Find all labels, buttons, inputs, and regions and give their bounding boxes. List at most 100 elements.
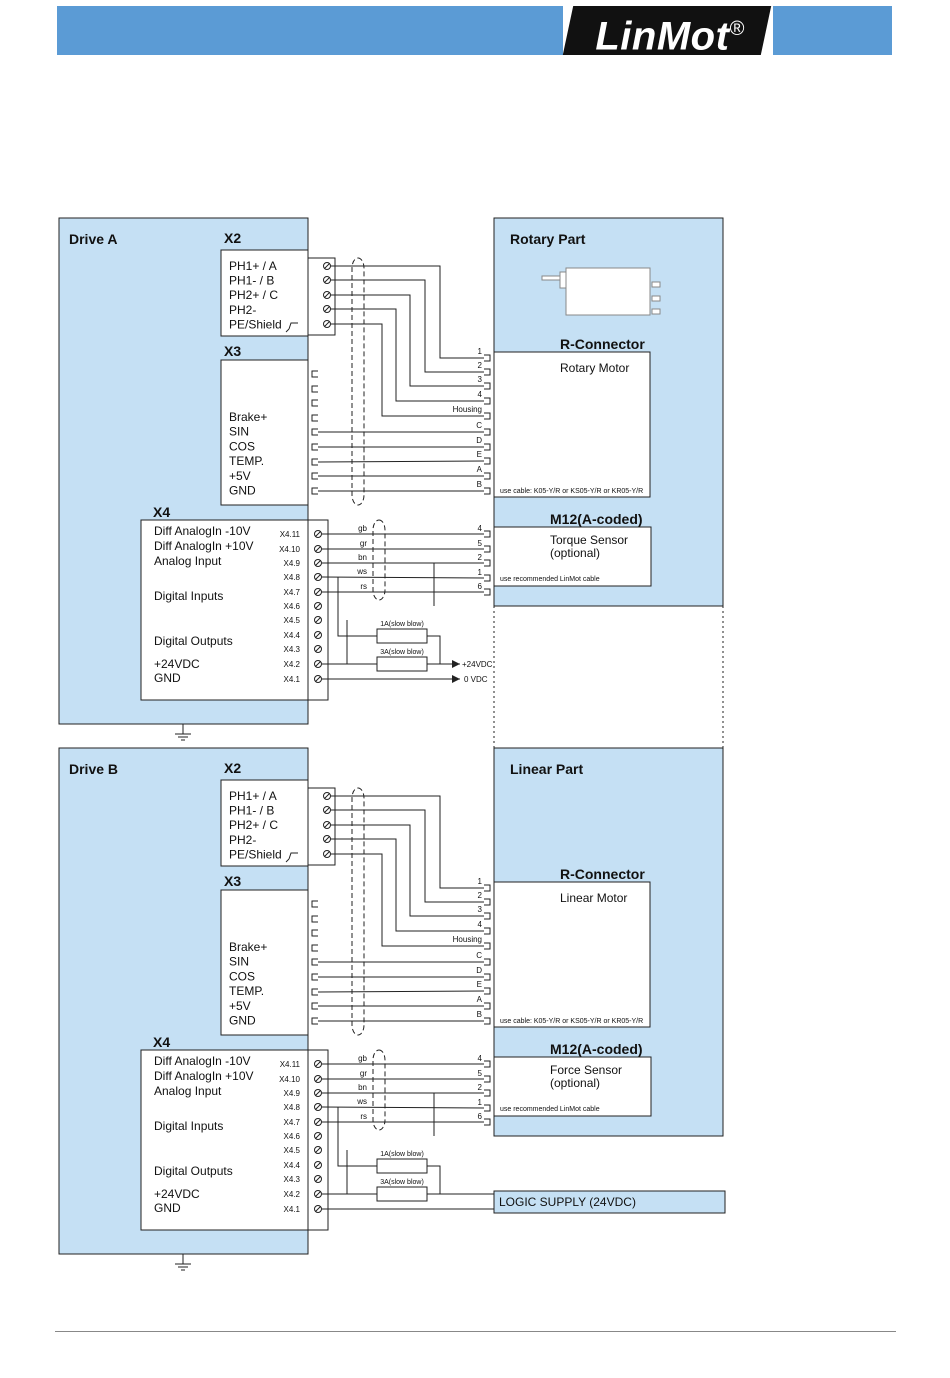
screw-slot	[315, 1133, 321, 1139]
screw-slot	[315, 1061, 321, 1067]
motor-part-title: Rotary Part	[510, 231, 586, 247]
phase-wire	[331, 795, 484, 889]
motor-part-title: Linear Part	[510, 761, 583, 777]
shield-symbol-foot	[285, 858, 290, 863]
motor-connector-pin	[484, 472, 491, 480]
motor-connector-pin	[484, 1017, 491, 1025]
shield-symbol-foot	[285, 328, 290, 333]
logo-text: LinMot	[595, 14, 730, 59]
fuse-link-wire	[427, 1165, 441, 1194]
x4-signal-label: Digital Inputs	[154, 589, 223, 603]
motor-pin-label: Housing	[453, 405, 482, 414]
motor-pin-label: A	[477, 465, 483, 474]
x4-pin-label: X4.11	[280, 530, 301, 539]
shield-symbol	[288, 322, 298, 330]
screw-slot	[315, 1162, 321, 1168]
r-connector-label: R-Connector	[560, 336, 645, 352]
supply-zero-label: 0 VDC	[464, 675, 488, 684]
rotary-motor-body	[565, 267, 651, 316]
logic-supply-label: LOGIC SUPPLY (24VDC)	[499, 1195, 636, 1209]
x3-signal-label: +5V	[229, 999, 251, 1013]
screw-slot	[315, 1191, 321, 1197]
x3-socket	[311, 414, 318, 422]
motor-pin-label: 4	[478, 390, 483, 399]
external-supply: +24VDC 0 VDC	[452, 660, 493, 684]
rotary-motor-connector	[651, 281, 661, 288]
screw-slot	[315, 632, 321, 638]
x4-pin-label: X4.4	[284, 631, 301, 640]
x4-pin-label: X4.5	[284, 616, 301, 625]
screw-slot	[315, 1119, 321, 1125]
x4-signal-label: Digital Inputs	[154, 1119, 223, 1133]
x3-signal-label: GND	[229, 484, 256, 498]
x3-signal-label: +5V	[229, 469, 251, 483]
screw-slot	[324, 277, 330, 283]
x4-pin-label: X4.3	[284, 1175, 301, 1184]
x4-pin-label: X4.2	[284, 660, 301, 669]
fuse-1a	[376, 1158, 428, 1174]
x4-signal-label: Digital Outputs	[154, 1164, 233, 1178]
x2-signal-label: PH1+ / A	[229, 789, 277, 803]
x3-socket	[311, 900, 318, 908]
rotary-motor-connector	[651, 295, 661, 302]
sensor-wire	[321, 1106, 485, 1109]
x3-label: X3	[224, 873, 241, 889]
x3-socket	[311, 915, 318, 923]
x4-signal-label: Diff AnalogIn -10V	[154, 524, 251, 538]
x4-pin-label: X4.8	[284, 1103, 301, 1112]
x3-signal-label: Brake+	[229, 940, 267, 954]
motor-pin-label: 2	[478, 361, 483, 370]
x2-signal-label: PE/Shield	[229, 847, 282, 861]
drive-ground-symbol	[175, 724, 191, 741]
motor-connector-pin	[484, 884, 491, 892]
screw-slot	[315, 1206, 321, 1212]
x3-terminal-block	[220, 359, 309, 506]
motor-connector-pin	[484, 382, 491, 390]
motor-connector-pin	[484, 987, 491, 995]
sensor-wire-color: bn	[358, 1083, 367, 1092]
sensor-wire-color: gb	[358, 1054, 367, 1063]
supply-arrow	[452, 675, 460, 683]
screw-slot	[315, 1176, 321, 1182]
sensor-wire-color: rs	[360, 1112, 367, 1121]
drive-title: Drive A	[69, 231, 118, 247]
x4-pin-label: X4.5	[284, 1146, 301, 1155]
screw-slot	[324, 836, 330, 842]
x3-signal-label: COS	[229, 969, 255, 983]
fuse-1a	[376, 628, 428, 644]
supply-plus-label: +24VDC	[462, 660, 493, 669]
x3-socket	[311, 472, 318, 480]
x4-signal-label: Diff AnalogIn -10V	[154, 1054, 251, 1068]
sensor-optional: (optional)	[550, 1076, 600, 1090]
phase-wire	[331, 824, 484, 917]
x4-signal-label: Analog Input	[154, 554, 222, 568]
motor-connector-pin	[484, 973, 491, 981]
motor-cable-shield	[351, 257, 365, 506]
x4-pin-label: X4.7	[284, 588, 301, 597]
sensor-pin-label: 1	[478, 568, 483, 577]
x2-signal-label: PH2-	[229, 833, 256, 847]
x4-signal-label: +24VDC	[154, 1187, 200, 1201]
shield-symbol	[288, 852, 298, 860]
sensor-wire-color: rs	[360, 582, 367, 591]
motor-pin-label: 1	[478, 347, 483, 356]
x3-socket	[311, 385, 318, 393]
x3-socket	[311, 487, 318, 495]
motor-pin-label: B	[477, 1010, 482, 1019]
sensor-connector-pin	[484, 530, 491, 538]
x2-terminal-block	[220, 779, 309, 867]
screw-slot	[324, 263, 330, 269]
x2-signal-label: PH2+ / C	[229, 288, 278, 302]
screw-slot	[315, 1104, 321, 1110]
screw-slot	[315, 676, 321, 682]
fuse-link-wire	[427, 635, 441, 664]
screw-slot	[315, 661, 321, 667]
screw-slot	[315, 589, 321, 595]
x4-pin-label: X4.10	[279, 1075, 300, 1084]
x4-pin-label: X4.4	[284, 1161, 301, 1170]
sensor-connector-pin	[484, 1104, 491, 1112]
brand-logo: LinMot®	[575, 5, 765, 58]
motor-pin-label: 3	[478, 375, 483, 384]
screw-slot	[315, 617, 321, 623]
x3-socket	[311, 1002, 318, 1010]
